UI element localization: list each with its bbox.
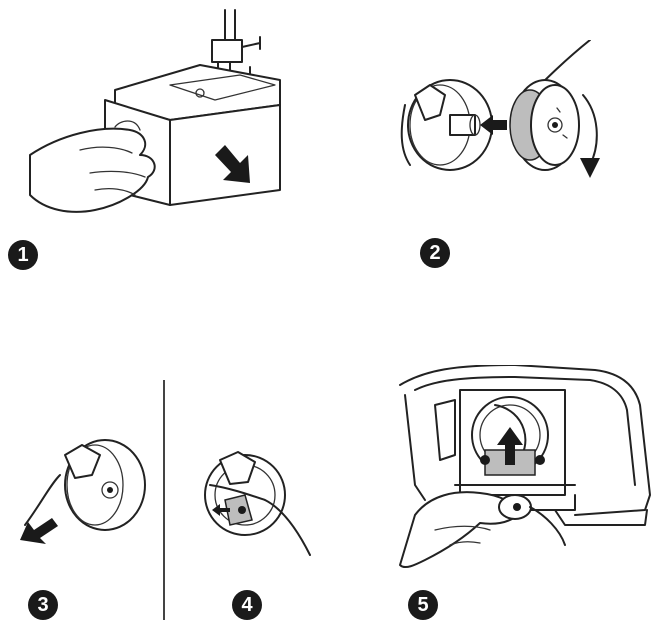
- step-number-5: 5: [408, 590, 438, 620]
- step-number-1: 1: [8, 240, 38, 270]
- step-number-3: 3: [28, 590, 58, 620]
- step-number-2: 2: [420, 238, 450, 268]
- step-divider: [163, 380, 165, 620]
- thread-tension-spring-illustration: [190, 440, 330, 570]
- insert-bobbin-illustration: [395, 40, 625, 190]
- step-number-4: 4: [232, 590, 262, 620]
- remove-cover-illustration: [20, 5, 290, 225]
- insert-bobbin-case-illustration: [395, 365, 655, 580]
- pull-thread-illustration: [20, 430, 160, 570]
